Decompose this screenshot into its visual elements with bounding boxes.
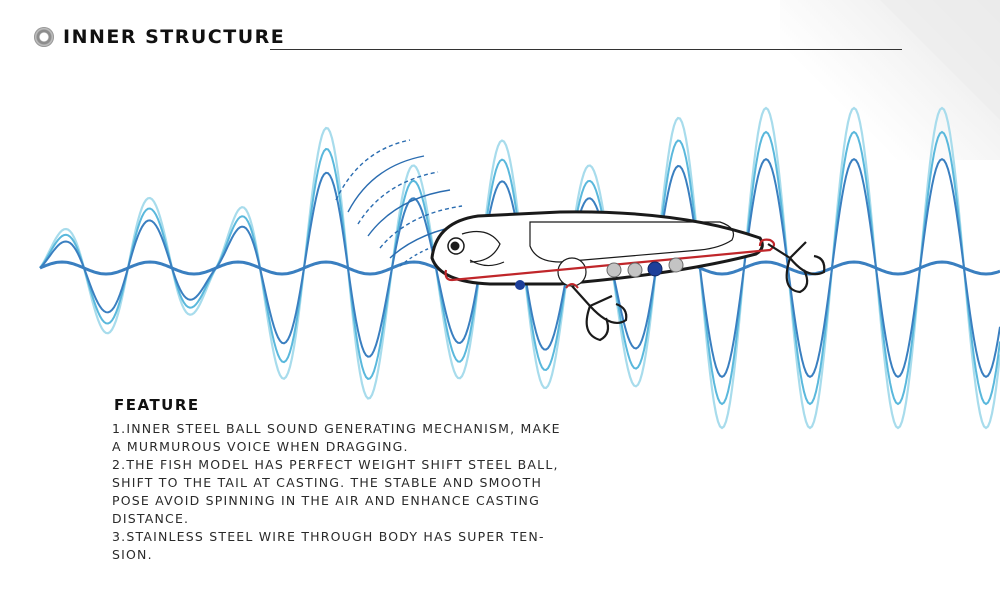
lure-inner-chamber [529, 221, 735, 263]
steel-ball [627, 262, 643, 278]
section-title: INNER STRUCTURE [63, 26, 286, 48]
section-header: INNER STRUCTURE [34, 24, 285, 50]
sound-arc [335, 139, 411, 201]
sound-arc [347, 155, 425, 213]
feature-line: 2.THE FISH MODEL HAS PERFECT WEIGHT SHIF… [112, 457, 559, 472]
sound-arc [399, 239, 459, 267]
feature-line: POSE AVOID SPINNING IN THE AIR AND ENHAN… [112, 493, 540, 508]
feature-section: FEATURE 1.INNER STEEL BALL SOUND GENERAT… [112, 396, 561, 564]
stainless-steel-wire [444, 238, 776, 282]
feature-line: DISTANCE. [112, 511, 190, 526]
steel-ball [606, 262, 622, 278]
header-divider [270, 49, 902, 50]
lure-mouth-line [469, 259, 505, 267]
sound-arc [367, 189, 451, 237]
belly-split-ring [565, 283, 579, 289]
feature-line: 1.INNER STEEL BALL SOUND GENERATING MECH… [112, 421, 561, 436]
feature-line: A MURMUROUS VOICE WHEN DRAGGING. [112, 439, 409, 454]
ring-icon [34, 27, 54, 47]
blue-bead [515, 280, 525, 290]
lure-illustration [430, 210, 826, 342]
wave-fade [0, 150, 130, 410]
blue-steel-ball [647, 261, 663, 277]
feature-line: SHIFT TO THE TAIL AT CASTING. THE STABLE… [112, 475, 543, 490]
steel-ball [668, 257, 684, 273]
lure-pupil [450, 241, 460, 251]
sound-arc [357, 171, 439, 225]
feature-list: 1.INNER STEEL BALL SOUND GENERATING MECH… [112, 420, 561, 564]
corner-triangle-decoration [880, 0, 1000, 120]
sound-arc [379, 205, 463, 249]
lure-weight-chamber [557, 257, 587, 287]
belly-treble-hook [571, 285, 628, 342]
feature-line: 3.STAINLESS STEEL WIRE THROUGH BODY HAS … [112, 529, 545, 544]
feature-heading: FEATURE [114, 396, 200, 414]
feature-line: SION. [112, 547, 153, 562]
lure-gill-line [461, 231, 501, 263]
tail-treble-hook [767, 241, 826, 294]
